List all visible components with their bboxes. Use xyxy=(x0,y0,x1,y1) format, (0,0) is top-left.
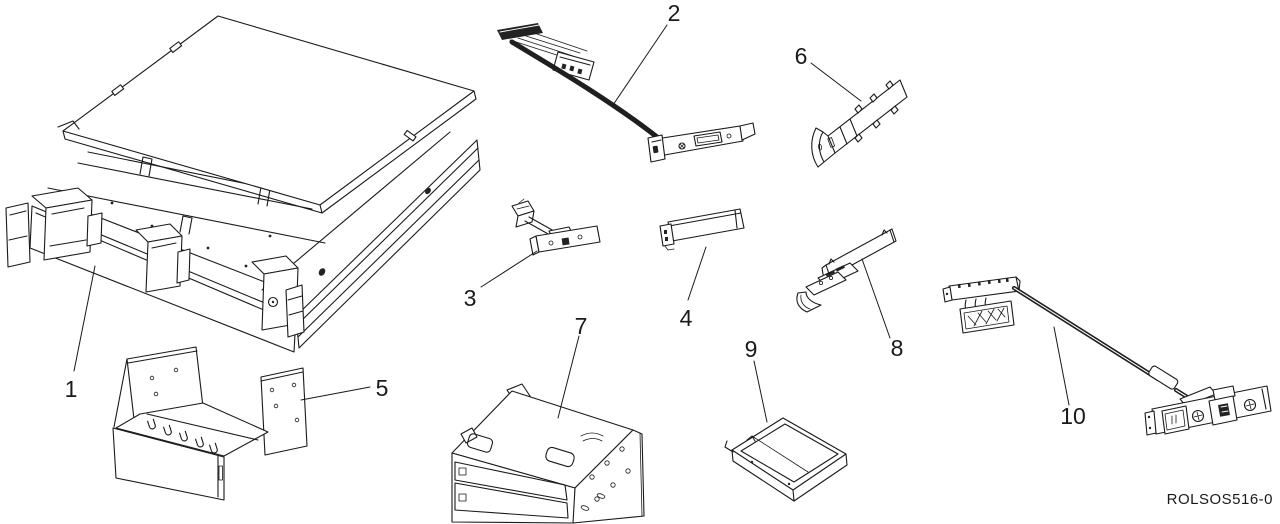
part-2-front-io-cable-drawing xyxy=(497,23,756,163)
callout-10: 10 xyxy=(1060,403,1086,429)
part-9-tray-drawing xyxy=(724,417,848,502)
leader-5 xyxy=(300,386,371,401)
leader-3 xyxy=(480,250,538,288)
leader-4 xyxy=(687,246,707,301)
callout-7: 7 xyxy=(575,313,588,339)
leader-10 xyxy=(1053,326,1070,406)
leader-1 xyxy=(73,265,96,372)
leader-8 xyxy=(861,258,891,339)
callout-3: 3 xyxy=(464,285,477,311)
callout-2: 2 xyxy=(668,0,681,26)
leader-9 xyxy=(753,360,768,423)
part-3-cable-bracket-drawing xyxy=(511,198,601,256)
figure-id-label: ROLSOS516-0 xyxy=(1167,491,1273,508)
callout-4: 4 xyxy=(680,305,693,331)
part-5-cage-bracket-drawing xyxy=(112,346,308,501)
part-7-drive-cage-drawing xyxy=(451,383,645,524)
screw-icon xyxy=(678,142,686,150)
callout-8: 8 xyxy=(891,335,904,361)
leader-2 xyxy=(612,24,668,106)
callout-5: 5 xyxy=(376,375,389,401)
callout-9: 9 xyxy=(745,336,758,362)
leader-6 xyxy=(810,62,862,102)
callout-6: 6 xyxy=(795,43,808,69)
part-6-emi-shield-drawing xyxy=(811,79,908,168)
callout-1: 1 xyxy=(65,376,78,402)
part-4-filler-blank-drawing xyxy=(659,208,745,251)
chassis-top-cover xyxy=(57,15,477,214)
leader-7 xyxy=(557,335,580,419)
part-1-chassis-assembly-drawing xyxy=(5,15,481,353)
part-10-serial-cable-drawing xyxy=(942,276,1272,436)
chassis-front-latches xyxy=(5,187,305,338)
callout-leader-lines xyxy=(73,24,1070,423)
serial-connector xyxy=(959,300,1015,334)
part-8-support-bracket-drawing xyxy=(796,228,897,313)
